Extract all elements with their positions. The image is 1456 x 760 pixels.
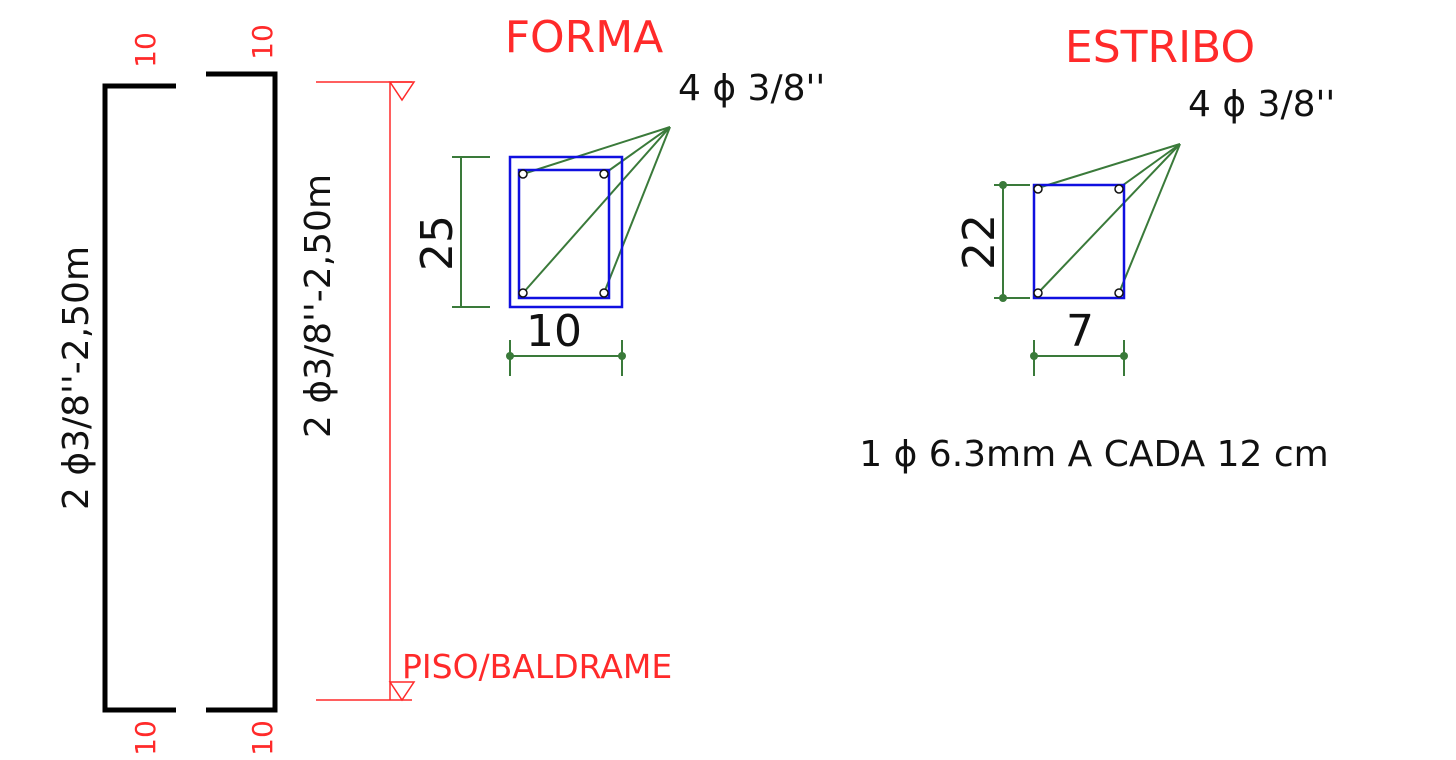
rebar-dot	[1114, 184, 1124, 194]
hook-length-bottom-1: 10	[129, 720, 162, 756]
estribo-height-value: 22	[954, 214, 1005, 270]
forma-rebars	[518, 169, 609, 298]
longitudinal-bar-2	[206, 71, 278, 713]
forma-title: FORMA	[505, 12, 664, 63]
rebar-dot	[599, 169, 609, 179]
estribo-stirrup	[1032, 183, 1126, 300]
level-dimension: PISO/BALDRAME	[316, 81, 672, 702]
bar-2-label: 2 ϕ3/8''-2,50m	[298, 174, 339, 438]
rebar-dot	[1033, 184, 1043, 194]
bar-1-shape	[102, 83, 176, 713]
forma-rebar-label: 4 ϕ 3/8''	[678, 68, 825, 109]
rebar-dot	[599, 288, 609, 298]
estribo-spacing-note: 1 ϕ 6.3mm A CADA 12 cm	[859, 434, 1328, 475]
estribo-rebar-label: 4 ϕ 3/8''	[1188, 84, 1335, 125]
estribo-rebars	[1033, 184, 1124, 298]
hook-length-bottom-2: 10	[246, 720, 279, 756]
bar-2-shape	[206, 71, 278, 713]
hook-length-top-2: 10	[246, 24, 279, 60]
estribo-width-value: 7	[1066, 306, 1094, 357]
level-label: PISO/BALDRAME	[402, 647, 672, 686]
forma-section: FORMA 4 ϕ 3/8'' 25	[412, 12, 825, 376]
forma-height-value: 25	[412, 215, 463, 271]
level-marker-bottom-icon	[388, 681, 416, 702]
forma-width-value: 10	[526, 306, 582, 357]
longitudinal-bar-1	[102, 83, 176, 713]
rebar-dot	[518, 169, 528, 179]
forma-width-ticks	[506, 352, 626, 360]
hook-length-top-1: 10	[129, 32, 162, 68]
estribo-width-ticks	[1030, 352, 1128, 360]
rebar-dot	[518, 288, 528, 298]
forma-stirrup	[517, 168, 611, 300]
rebar-dot	[1114, 288, 1124, 298]
level-marker-top-icon	[388, 81, 416, 102]
forma-outline	[508, 155, 624, 309]
estribo-section: ESTRIBO 4 ϕ 3/8'' 22	[859, 22, 1335, 475]
bar-1-label: 2 ϕ3/8''-2,50m	[56, 246, 97, 510]
estribo-title: ESTRIBO	[1065, 22, 1255, 73]
forma-height-dimension	[452, 156, 490, 308]
forma-leader-lines	[522, 126, 671, 294]
rebar-dot	[1033, 288, 1043, 298]
estribo-leader-lines	[1037, 143, 1181, 294]
estribo-height-ticks	[999, 181, 1007, 302]
